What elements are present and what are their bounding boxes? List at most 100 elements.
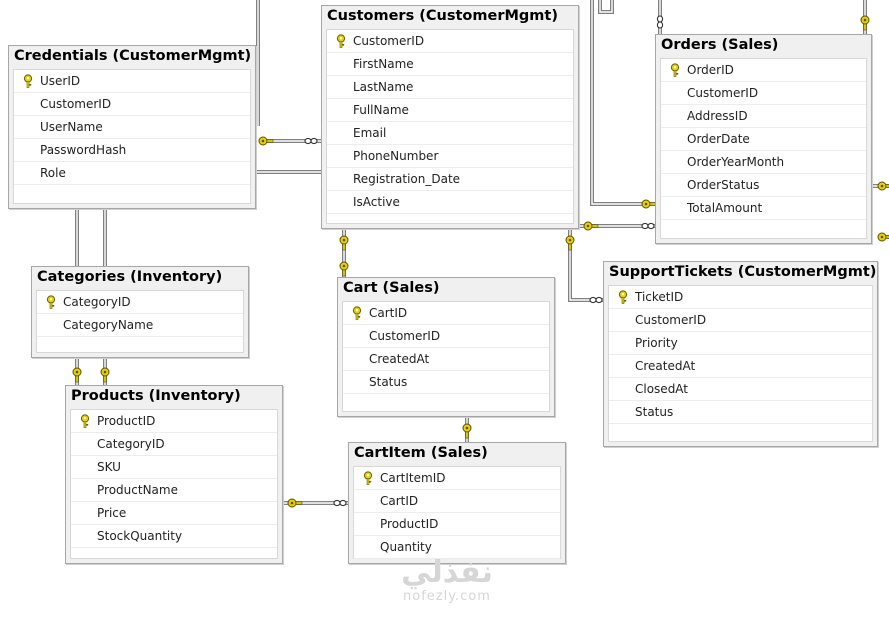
column-row[interactable]: TotalAmount [661, 197, 866, 220]
column-name: UserID [40, 74, 81, 88]
column-name: CustomerID [687, 86, 759, 100]
key-connector-icon [287, 498, 303, 508]
column-row[interactable]: Quantity [354, 536, 560, 559]
column-row[interactable]: IsActive [327, 191, 573, 214]
table-supporttickets[interactable]: SupportTickets (CustomerMgmt) TicketID Cus… [603, 261, 878, 447]
table-orders[interactable]: Orders (Sales) OrderID CustomerID AddressID… [655, 34, 872, 244]
table-title[interactable]: Credentials (CustomerMgmt) [14, 48, 252, 64]
column-row[interactable]: OrderStatus [661, 174, 866, 197]
column-row[interactable]: ProductID [354, 513, 560, 536]
table-customers[interactable]: Customers (CustomerMgmt) CustomerID FirstN… [321, 5, 579, 229]
table-cartitem[interactable]: CartItem (Sales) CartItemID CartID ProductI… [348, 442, 566, 564]
column-row[interactable]: PasswordHash [14, 139, 250, 162]
column-row[interactable]: CustomerID [609, 309, 872, 332]
primary-key-icon [363, 471, 373, 485]
table-categories[interactable]: Categories (Inventory) CategoryID Category… [31, 266, 249, 358]
column-name: CartID [369, 306, 408, 320]
table-title[interactable]: Products (Inventory) [71, 388, 241, 404]
column-name: OrderID [687, 63, 734, 77]
key-connector-icon [258, 136, 274, 146]
table-title[interactable]: Cart (Sales) [343, 280, 440, 296]
column-row[interactable]: StockQuantity [71, 525, 277, 548]
column-row[interactable]: CustomerID [661, 82, 866, 105]
column-name: CartItemID [380, 471, 446, 485]
column-row[interactable]: FirstName [327, 53, 573, 76]
key-connector-icon [860, 15, 870, 31]
column-name: Status [635, 405, 674, 419]
column-name: CartID [380, 494, 419, 508]
column-row[interactable]: Role [14, 162, 250, 185]
column-row[interactable]: CartID [343, 302, 549, 325]
column-name: ProductID [97, 414, 156, 428]
relationship-offscreen-top-inner [599, 0, 613, 13]
column-row[interactable]: CreatedAt [609, 355, 872, 378]
key-connector-icon [641, 199, 657, 209]
primary-key-icon [352, 306, 362, 320]
infinity-icon [641, 222, 655, 230]
column-row[interactable]: CustomerID [343, 325, 549, 348]
column-row[interactable]: CustomerID [327, 30, 573, 53]
column-row[interactable]: SKU [71, 456, 277, 479]
column-row[interactable]: Registration_Date [327, 168, 573, 191]
column-name: ProductID [380, 517, 439, 531]
column-row[interactable]: OrderYearMonth [661, 151, 866, 174]
column-name: IsActive [353, 195, 400, 209]
column-row[interactable]: CategoryName [37, 314, 243, 337]
table-title[interactable]: Customers (CustomerMgmt) [327, 8, 558, 24]
table-products[interactable]: Products (Inventory) ProductID CategoryID S… [65, 385, 283, 564]
table-title[interactable]: Orders (Sales) [661, 37, 779, 53]
column-row[interactable]: CategoryID [37, 291, 243, 314]
relationship-customers-supporttickets[interactable] [568, 229, 603, 302]
column-row[interactable]: CategoryID [71, 433, 277, 456]
relationship-orders-offscreen[interactable] [590, 0, 655, 206]
column-row[interactable]: Email [327, 122, 573, 145]
column-row[interactable]: Price [71, 502, 277, 525]
column-name: FirstName [353, 57, 414, 71]
column-row[interactable]: AddressID [661, 105, 866, 128]
column-name: CreatedAt [369, 352, 430, 366]
infinity-icon [304, 137, 318, 145]
column-row[interactable]: CustomerID [14, 93, 250, 116]
column-name: CategoryName [63, 318, 154, 332]
column-row[interactable]: Status [343, 371, 549, 394]
column-row[interactable]: FullName [327, 99, 573, 122]
column-row[interactable]: ClosedAt [609, 378, 872, 401]
key-connector-icon [877, 181, 889, 191]
column-name: CustomerID [635, 313, 707, 327]
column-name: Role [40, 166, 66, 180]
column-row[interactable]: CreatedAt [343, 348, 549, 371]
column-row[interactable]: OrderID [661, 59, 866, 82]
column-name: StockQuantity [97, 529, 183, 543]
column-row[interactable]: LastName [327, 76, 573, 99]
relationship-offscreen-top[interactable] [598, 0, 614, 14]
key-connector-icon [72, 367, 82, 383]
column-name: CategoryID [97, 437, 165, 451]
relationship-customers-supporttickets-inner [569, 229, 603, 301]
column-row[interactable]: UserName [14, 116, 250, 139]
table-title[interactable]: Categories (Inventory) [37, 269, 223, 285]
column-row[interactable]: UserID [14, 70, 250, 93]
column-row[interactable]: ProductName [71, 479, 277, 502]
column-name: Registration_Date [353, 172, 461, 186]
column-name: ProductName [97, 483, 178, 497]
column-row[interactable]: CartItemID [354, 467, 560, 490]
column-name: LastName [353, 80, 414, 94]
column-row[interactable]: CartID [354, 490, 560, 513]
column-name: CreatedAt [635, 359, 696, 373]
column-name: UserName [40, 120, 103, 134]
table-title[interactable]: SupportTickets (CustomerMgmt) [609, 264, 877, 280]
column-row[interactable]: Priority [609, 332, 872, 355]
table-credentials[interactable]: Credentials (CustomerMgmt) UserID Customer… [8, 45, 256, 209]
column-row[interactable]: PhoneNumber [327, 145, 573, 168]
table-title[interactable]: CartItem (Sales) [354, 445, 488, 461]
column-row[interactable]: Status [609, 401, 872, 424]
column-row[interactable]: ProductID [71, 410, 277, 433]
column-row[interactable]: OrderDate [661, 128, 866, 151]
column-row[interactable]: TicketID [609, 286, 872, 309]
